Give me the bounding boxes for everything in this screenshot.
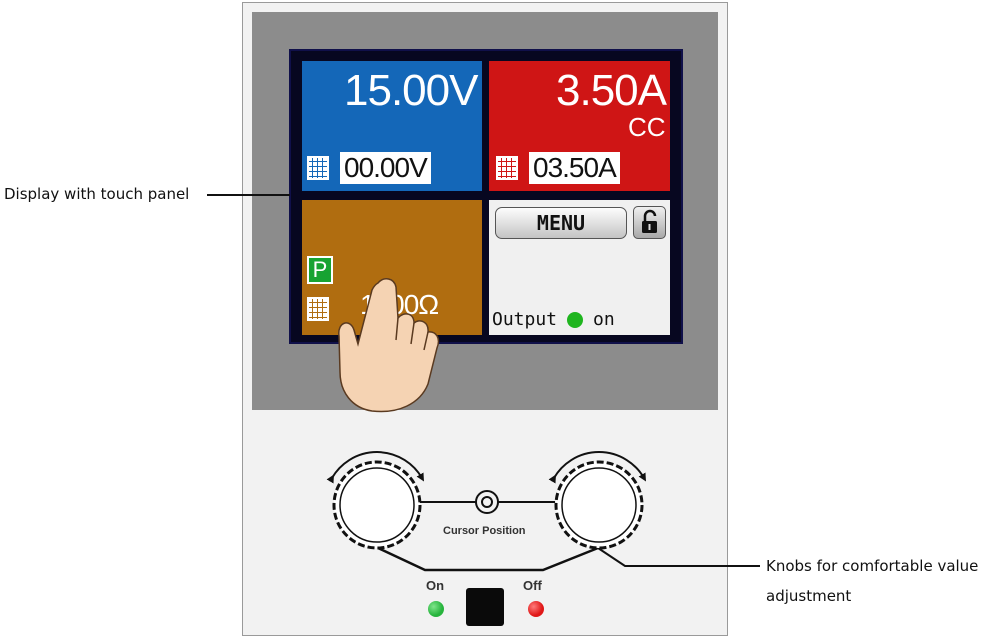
hand-pointer-icon — [338, 278, 440, 413]
on-label: On — [426, 578, 445, 593]
cursor-position-jack-icon — [475, 490, 499, 514]
resistance-mode-badge: P — [307, 256, 333, 284]
output-status-indicator — [567, 312, 583, 328]
menu-button[interactable]: MENU — [495, 207, 627, 239]
knobs-leader-line — [597, 547, 760, 567]
output-label: Output — [492, 309, 558, 330]
resistance-set-grid-icon[interactable] — [307, 297, 329, 321]
output-state: on — [593, 309, 615, 330]
display-annotation: Display with touch panel — [4, 185, 190, 203]
right-knob[interactable] — [554, 460, 644, 550]
left-knob[interactable] — [332, 460, 422, 550]
voltage-actual-value: 15.00V — [344, 66, 478, 115]
padlock-open-icon — [642, 209, 657, 233]
on-led — [428, 601, 444, 617]
power-switch[interactable] — [466, 588, 504, 626]
off-led — [528, 601, 544, 617]
knobs-annotation-line2: adjustment — [766, 587, 852, 605]
left-knob-rotate-arrow-icon — [326, 451, 425, 484]
cursor-position-label: Cursor Position — [443, 525, 526, 537]
off-label: Off — [523, 578, 542, 593]
voltage-set-value[interactable]: 00.00V — [340, 152, 431, 184]
current-mode-label: CC — [628, 112, 666, 142]
knobs-connector-line — [377, 546, 599, 572]
current-set-grid-icon[interactable] — [496, 156, 518, 180]
right-knob-rotate-arrow-icon — [548, 451, 647, 484]
current-set-value[interactable]: 03.50A — [529, 152, 620, 184]
voltage-set-grid-icon[interactable] — [307, 156, 329, 180]
lock-button[interactable] — [633, 206, 666, 239]
current-actual-value: 3.50A — [556, 66, 667, 115]
knobs-annotation-line1: Knobs for comfortable value — [766, 557, 979, 575]
